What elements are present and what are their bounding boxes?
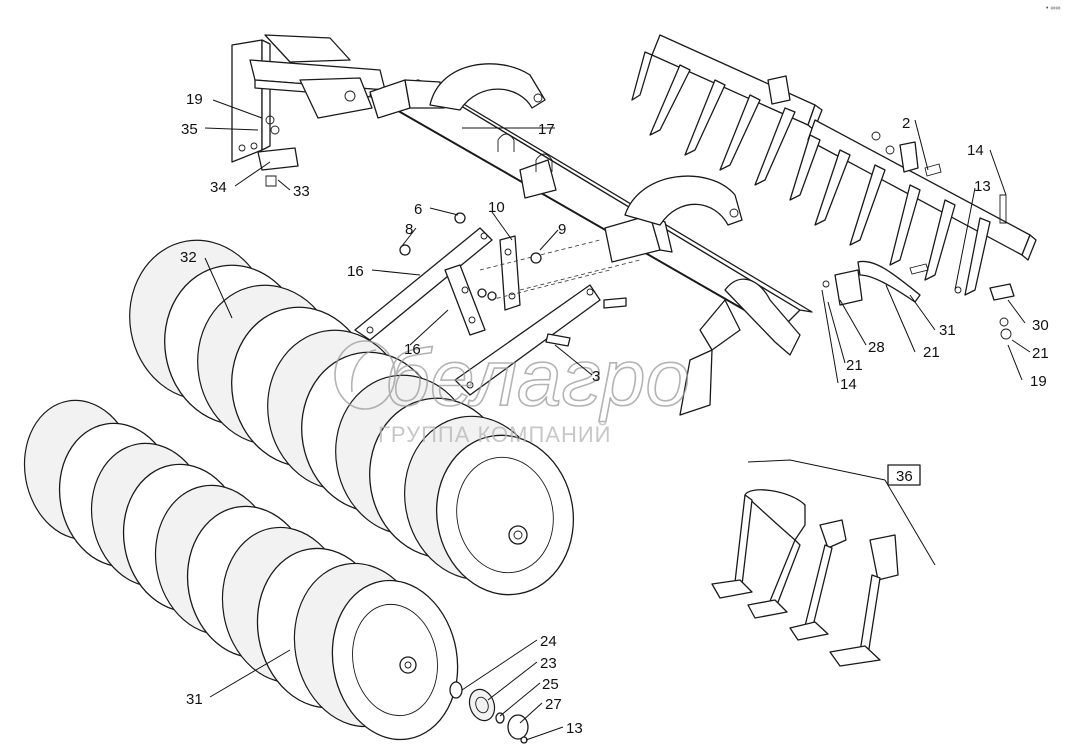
callout-17: 17 bbox=[538, 121, 555, 138]
callout-12: 14 bbox=[967, 142, 984, 159]
callout-28: 30 bbox=[1032, 317, 1049, 334]
callout-33: 33 bbox=[293, 183, 310, 200]
callout-labels: 19 35 34 33 17 6 8 10 9 16 32 16 3 2 14 … bbox=[180, 91, 1049, 737]
callout-13: 13 bbox=[566, 720, 583, 737]
callout-14: 14 bbox=[840, 376, 857, 393]
main-frame-beam bbox=[231, 34, 813, 416]
callout-21-right: 21 bbox=[923, 344, 940, 361]
roller-32 bbox=[129, 239, 575, 596]
callout-11: 13 bbox=[974, 178, 991, 195]
kit-36-label: 36 bbox=[896, 468, 913, 485]
callout-34: 35 bbox=[181, 121, 198, 138]
callout-27: 28 bbox=[868, 339, 885, 356]
linkage-arms bbox=[354, 212, 641, 396]
watermark-brand: белагро bbox=[385, 333, 690, 422]
kit-36-box bbox=[887, 464, 921, 486]
callout-3: 3 bbox=[592, 368, 600, 385]
callout-22: 23 bbox=[540, 655, 557, 672]
callout-35: 34 bbox=[210, 179, 227, 196]
callout-30: 31 bbox=[939, 322, 956, 339]
callout-32: 32 bbox=[180, 249, 197, 266]
callout-8: 8 bbox=[405, 221, 413, 238]
callout-9: 9 bbox=[558, 221, 566, 238]
callout-15: 16 bbox=[347, 263, 364, 280]
kit-36: 36 bbox=[711, 459, 936, 667]
roller-31 bbox=[23, 399, 459, 741]
callout-16: 16 bbox=[404, 341, 421, 358]
callout-2: 2 bbox=[902, 115, 910, 132]
tine-bar-lower bbox=[789, 119, 1037, 340]
bracket-hardware bbox=[257, 115, 299, 187]
callout-10: 10 bbox=[488, 199, 505, 216]
callout-24: 25 bbox=[542, 676, 559, 693]
callout-20: 21 bbox=[1032, 345, 1049, 362]
corner-mark: • ∞∞ bbox=[1046, 5, 1060, 12]
callout-23: 24 bbox=[540, 633, 557, 650]
bearing-hardware bbox=[449, 681, 529, 744]
watermark-subtitle: ГРУППА КОМПАНИЙ bbox=[378, 422, 612, 447]
callout-6: 6 bbox=[414, 201, 422, 218]
tine-bar-upper bbox=[631, 34, 823, 186]
leader-lines bbox=[204, 99, 1031, 741]
callout-25: 27 bbox=[545, 696, 562, 713]
callout-19-left: 19 bbox=[186, 91, 203, 108]
callout-21-left: 21 bbox=[846, 357, 863, 374]
callout-19-right: 19 bbox=[1030, 373, 1047, 390]
callout-31: 31 bbox=[186, 691, 203, 708]
watermark: белагро ГРУППА КОМПАНИЙ bbox=[334, 332, 691, 447]
